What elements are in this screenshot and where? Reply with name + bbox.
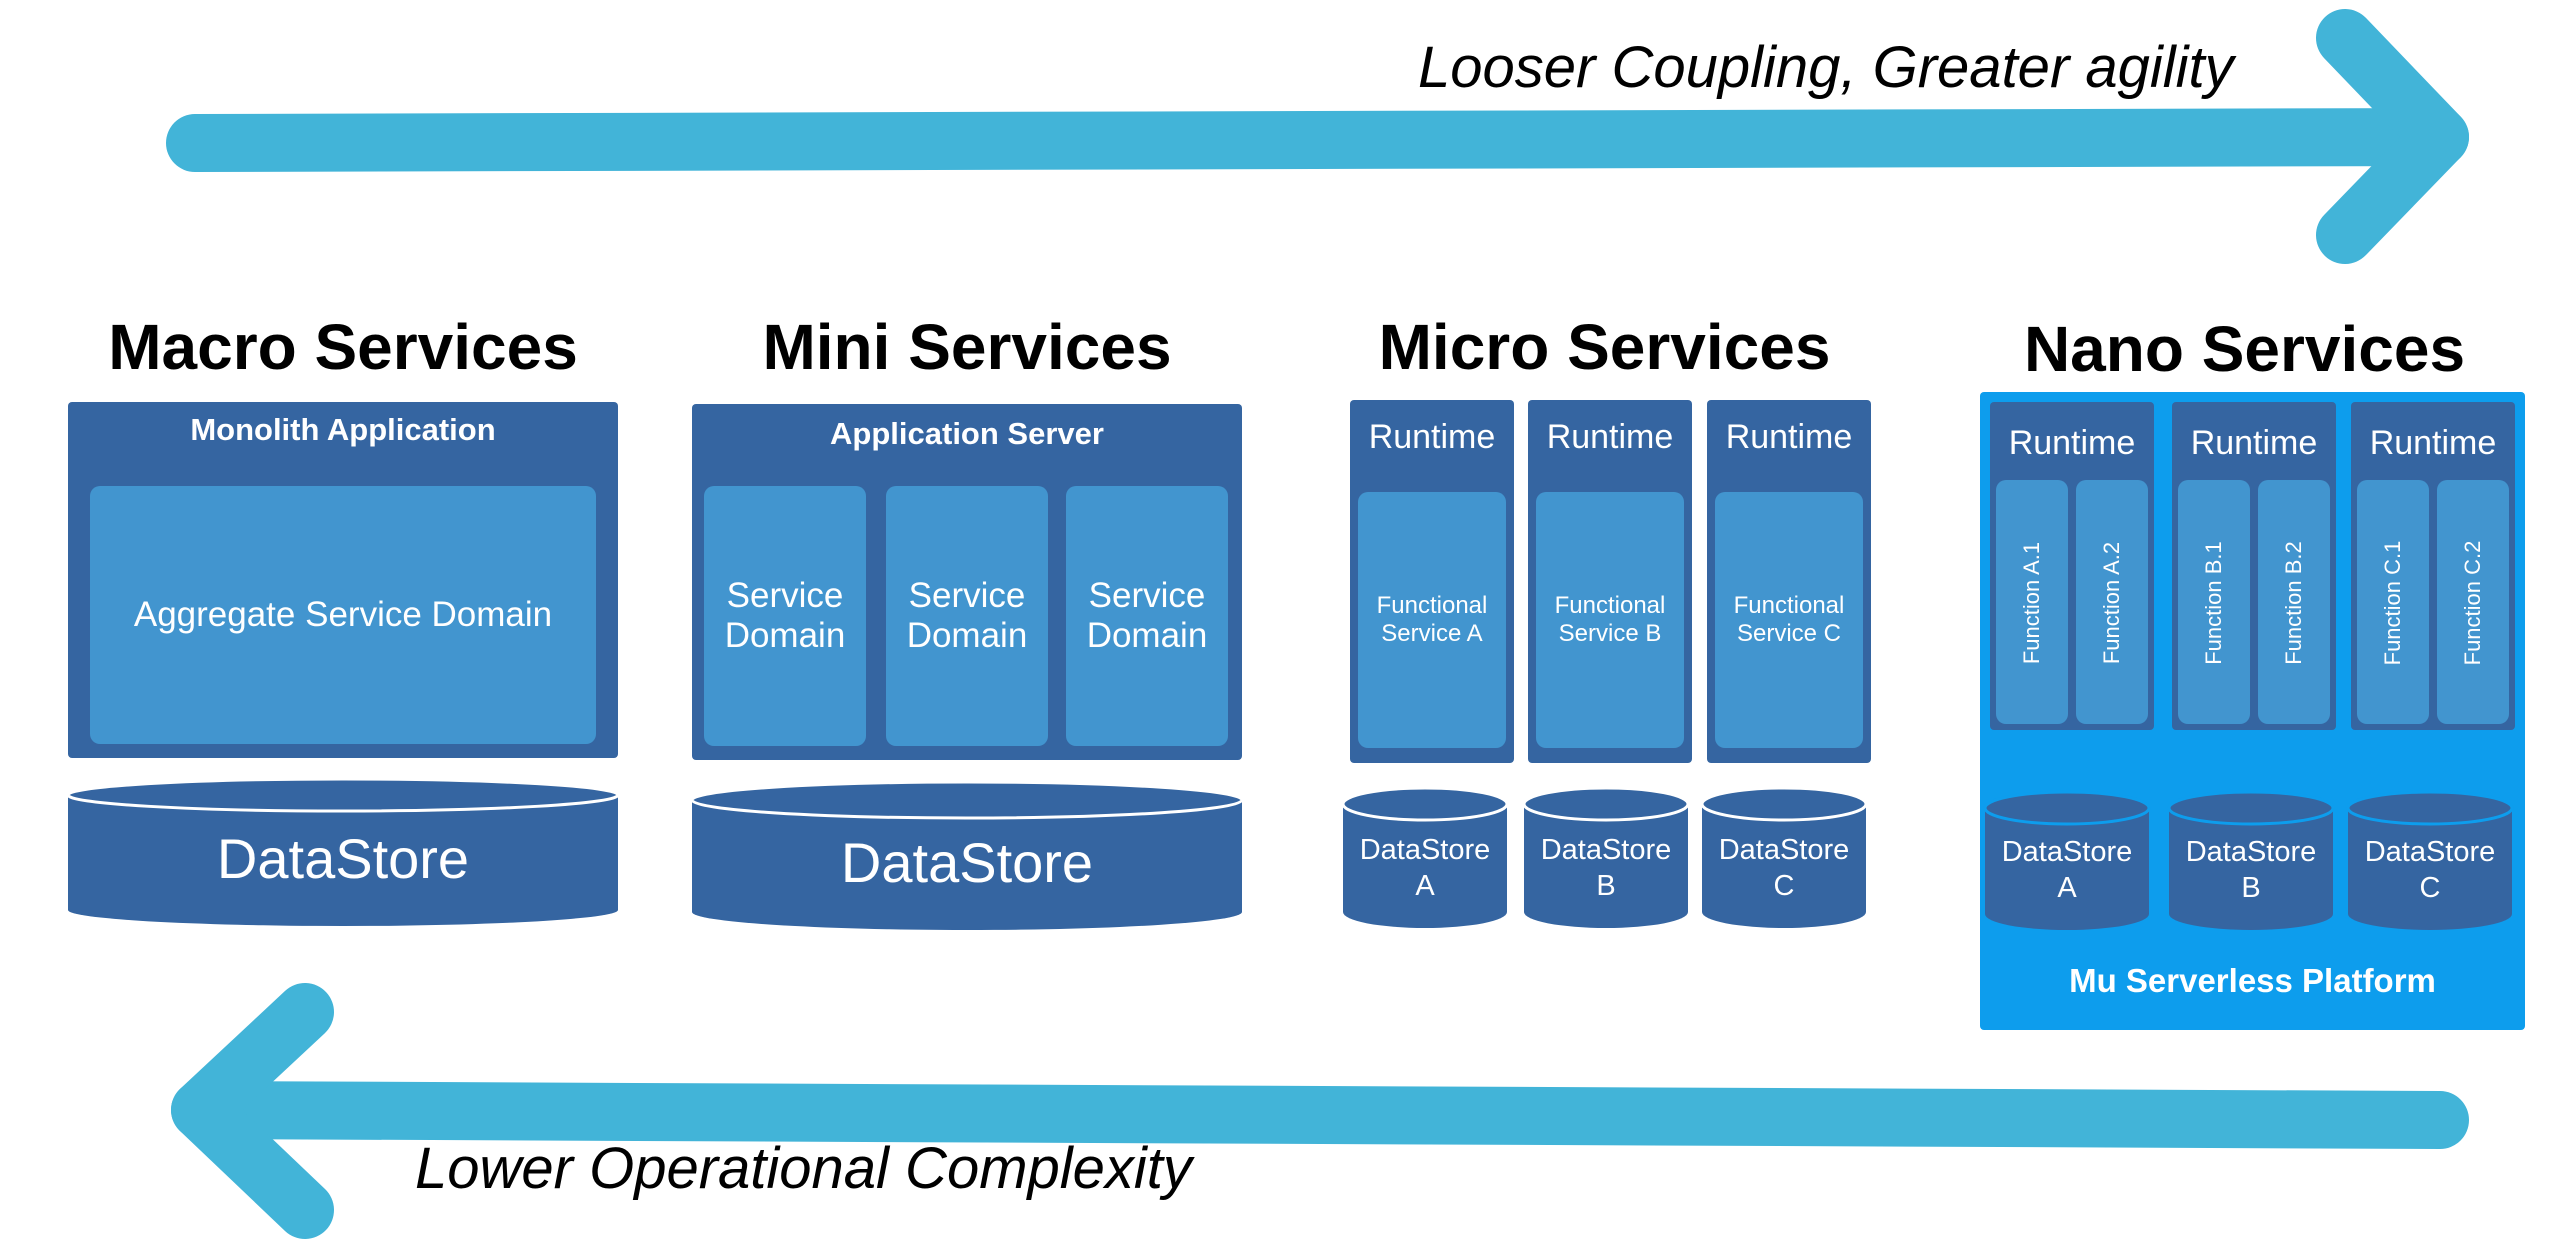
mini-datastore-label: DataStore xyxy=(840,831,1094,894)
micro-datastore-c-label: DataStore C xyxy=(1702,832,1866,904)
functional-service-label-line1: Functional xyxy=(1376,592,1488,619)
function-box: Function B.1 xyxy=(2178,480,2250,724)
datastore-label-line1: DataStore xyxy=(1718,834,1850,866)
datastore-cylinder-micro-b xyxy=(1522,786,1690,928)
micro-datastore-a-label: DataStore A xyxy=(1343,832,1507,904)
runtime-label: Runtime xyxy=(2190,424,2318,462)
runtime-label: Runtime xyxy=(1546,418,1674,456)
datastore-cylinder-nano-a xyxy=(1983,790,2151,930)
nano-title: Nano Services xyxy=(2023,313,2466,385)
datastore-label-line1: DataStore xyxy=(1540,834,1672,866)
nano-datastore-b-label: DataStore B xyxy=(2169,834,2333,906)
function-label: Function B.2 xyxy=(2281,541,2306,665)
datastore-cylinder-micro-c xyxy=(1700,786,1868,928)
function-label: Function C.2 xyxy=(2460,540,2485,666)
service-domain-label-line2: Domain xyxy=(1086,616,1208,655)
datastore-cylinder-nano-c xyxy=(2346,790,2514,930)
bottom-arrow-label: Lower Operational Complexity xyxy=(415,1136,1192,1201)
functional-service-box: Functional Service B xyxy=(1536,492,1684,748)
service-domain-label-line1: Service xyxy=(1088,576,1206,615)
monolith-application-box: Monolith Application Aggregate Service D… xyxy=(68,402,618,758)
datastore-label-line2: C xyxy=(1773,870,1795,902)
nano-datastore-cylinders xyxy=(1983,790,2514,930)
service-domain-label-line2: Domain xyxy=(724,616,846,655)
functional-service-label-line1: Functional xyxy=(1554,592,1666,619)
runtime-label: Runtime xyxy=(1725,418,1853,456)
mini-title: Mini Services xyxy=(762,311,1172,383)
top-arrow-label: Looser Coupling, Greater agility xyxy=(1418,35,2234,100)
arrow-left-icon xyxy=(171,983,2469,1239)
nano-datastore-c-label: DataStore C xyxy=(2348,834,2512,906)
service-domain-label-line2: Domain xyxy=(906,616,1028,655)
datastore-label-line1: DataStore xyxy=(1359,834,1491,866)
datastore-label-line1: DataStore xyxy=(2364,836,2496,868)
nano-runtime-box-a: Runtime Function A.1 Function A.2 xyxy=(1990,402,2154,730)
function-box: Function B.2 xyxy=(2258,480,2330,724)
service-domain-label-line1: Service xyxy=(908,576,1026,615)
function-box: Function C.2 xyxy=(2437,480,2509,724)
functional-service-box: Functional Service C xyxy=(1715,492,1863,748)
aggregate-service-domain-box: Aggregate Service Domain xyxy=(90,486,596,744)
functional-service-label-line2: Service B xyxy=(1558,620,1662,647)
micro-runtime-box-c: Runtime Functional Service C xyxy=(1707,400,1871,763)
datastore-cylinder-micro-a xyxy=(1341,786,1509,928)
function-box: Function A.2 xyxy=(2076,480,2148,724)
function-box: Function C.1 xyxy=(2357,480,2429,724)
micro-runtime-box-b: Runtime Functional Service B xyxy=(1528,400,1692,763)
arrow-right-icon xyxy=(166,9,2469,264)
function-box: Function A.1 xyxy=(1996,480,2068,724)
micro-title: Micro Services xyxy=(1378,311,1831,383)
service-domain-box: Service Domain xyxy=(704,486,866,746)
nano-runtime-box-b: Runtime Function B.1 Function B.2 xyxy=(2172,402,2336,730)
nano-runtime-box-c: Runtime Function C.1 Function C.2 xyxy=(2351,402,2515,730)
datastore-label-line2: A xyxy=(1415,870,1435,902)
functional-service-label-line2: Service C xyxy=(1736,620,1842,647)
aggregate-service-domain-label: Aggregate Service Domain xyxy=(133,595,553,634)
function-label: Function C.1 xyxy=(2380,540,2405,666)
monolith-application-label: Monolith Application xyxy=(190,412,496,447)
nano-datastore-a-label: DataStore A xyxy=(1985,834,2149,906)
datastore-label-line2: A xyxy=(2057,872,2077,904)
function-label: Function A.2 xyxy=(2099,541,2124,665)
service-domain-label-line1: Service xyxy=(726,576,844,615)
datastore-cylinder-mini xyxy=(690,780,1244,930)
micro-datastore-b-label: DataStore B xyxy=(1524,832,1688,904)
datastore-label-line2: B xyxy=(2241,872,2261,904)
macro-title: Macro Services xyxy=(108,311,578,383)
datastore-label-line1: DataStore xyxy=(2001,836,2133,868)
service-domain-box: Service Domain xyxy=(886,486,1048,746)
application-server-label: Application Server xyxy=(830,416,1104,451)
datastore-label-line1: DataStore xyxy=(2185,836,2317,868)
service-domain-box: Service Domain xyxy=(1066,486,1228,746)
serverless-platform-box: Runtime Function A.1 Function A.2 Runtim… xyxy=(1980,392,2525,1030)
datastore-label-line2: C xyxy=(2419,872,2441,904)
datastore-cylinder-nano-b xyxy=(2167,790,2335,930)
function-label: Function B.1 xyxy=(2201,541,2226,665)
macro-datastore-label: DataStore xyxy=(216,827,470,890)
runtime-label: Runtime xyxy=(2369,424,2497,462)
function-label: Function A.1 xyxy=(2019,541,2044,665)
functional-service-label-line2: Service A xyxy=(1381,620,1483,647)
functional-service-box: Functional Service A xyxy=(1358,492,1506,748)
micro-runtime-box-a: Runtime Functional Service A xyxy=(1350,400,1514,763)
datastore-cylinder-macro xyxy=(66,777,620,926)
application-server-box: Application Server Service Domain Servic… xyxy=(692,404,1242,760)
runtime-label: Runtime xyxy=(1368,418,1496,456)
serverless-platform-label: Mu Serverless Platform xyxy=(2069,962,2436,999)
datastore-label-line2: B xyxy=(1596,870,1616,902)
functional-service-label-line1: Functional xyxy=(1733,592,1845,619)
runtime-label: Runtime xyxy=(2008,424,2136,462)
